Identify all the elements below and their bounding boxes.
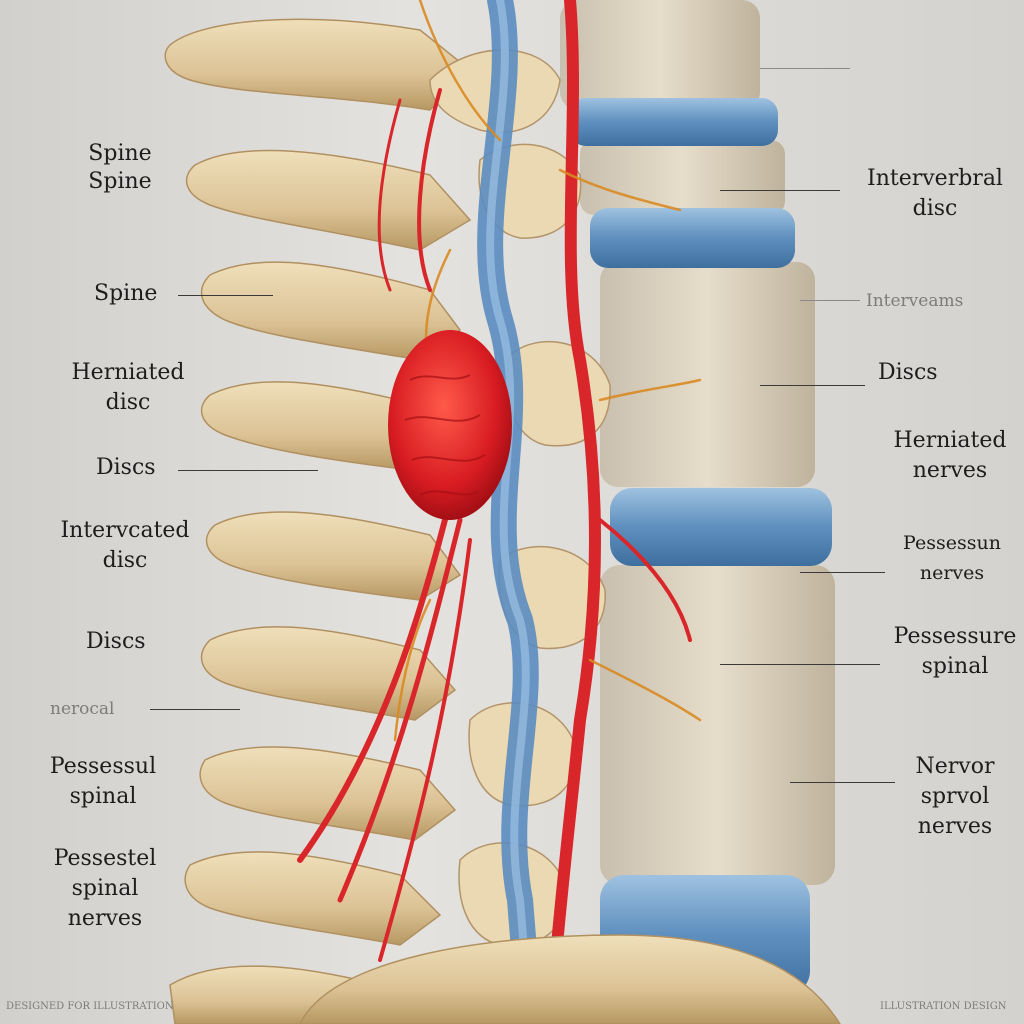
label-interverbral-disc: Interverbral disc: [867, 166, 1003, 221]
label-pessessun-nerves: Pessessun nerves: [903, 532, 1001, 584]
label-interveams: Interveams: [866, 291, 964, 311]
label-pessessul-spinal: Pessessul spinal: [49, 754, 157, 809]
label-spine: Spine: [94, 281, 158, 306]
leader-line: [790, 782, 895, 783]
label-herniated-disc: Herniated disc: [71, 360, 185, 415]
vertebral-processes: [164, 18, 472, 1024]
leader-line: [760, 68, 850, 69]
leader-line: [178, 295, 273, 296]
label-pessessure-spinal: Pessessure spinal: [893, 624, 1017, 679]
sacrum-base: [299, 934, 841, 1024]
label-discs-left-2: Discs: [86, 629, 146, 654]
label-nerocal: nerocal: [50, 699, 115, 719]
leader-line: [800, 300, 860, 301]
label-pessestel-spinal-nerves: Pessestel spinal nerves: [53, 846, 157, 931]
leader-line: [178, 470, 318, 471]
watermark-right: ILLUSTRATION DESIGN: [880, 1001, 1007, 1012]
label-intervcated-disc: Intervcated disc: [60, 518, 190, 573]
red-nerves: [297, 0, 692, 1024]
label-discs-right: Discs: [878, 360, 938, 385]
label-nervor-sprvol-nerves: Nervor sprvol nerves: [915, 754, 995, 839]
disc-1: [570, 98, 778, 146]
vertebral-bodies: [560, 0, 835, 885]
label-herniated-nerves: Herniated nerves: [893, 428, 1007, 483]
leader-line: [720, 190, 840, 191]
leader-line: [720, 664, 880, 665]
herniated-disc-bulge: [388, 330, 512, 520]
disc-2: [590, 208, 795, 268]
watermark-left: DESIGNED FOR ILLUSTRATION: [6, 1001, 174, 1012]
leader-line: [150, 709, 240, 710]
disc-3: [610, 488, 832, 566]
leader-line: [800, 572, 885, 573]
label-spine-top: Spine Spine: [88, 141, 152, 194]
label-discs-left-1: Discs: [96, 455, 156, 480]
leader-line: [760, 385, 865, 386]
